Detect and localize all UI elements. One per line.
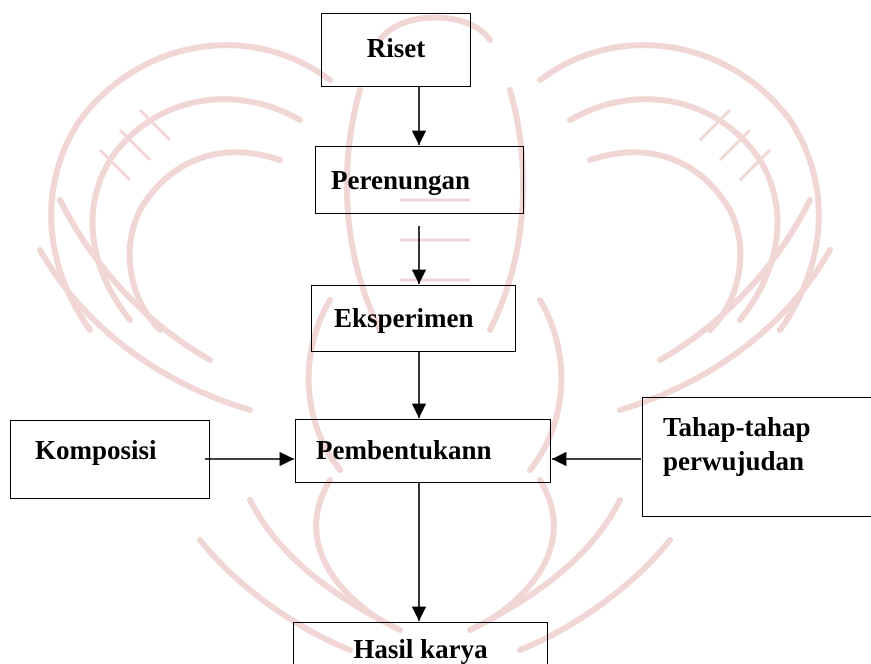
node-tahap-perwujudan-label: Tahap-tahap perwujudan: [663, 412, 811, 476]
node-tahap-perwujudan: Tahap-tahap perwujudan: [642, 397, 871, 517]
node-pembentukan-label: Pembentukann: [316, 435, 492, 465]
node-eksperimen: Eksperimen: [311, 285, 516, 352]
node-hasil-karya: Hasil karya: [293, 622, 548, 664]
node-komposisi: Komposisi: [10, 420, 210, 499]
node-riset-label: Riset: [366, 33, 426, 63]
node-perenungan: Perenungan: [315, 146, 524, 214]
node-hasil-karya-label: Hasil karya: [353, 634, 488, 664]
node-eksperimen-label: Eksperimen: [334, 303, 474, 333]
node-pembentukan: Pembentukann: [295, 419, 551, 483]
node-perenungan-label: Perenungan: [331, 165, 471, 195]
node-riset: Riset: [321, 13, 471, 87]
node-komposisi-label: Komposisi: [35, 435, 157, 465]
